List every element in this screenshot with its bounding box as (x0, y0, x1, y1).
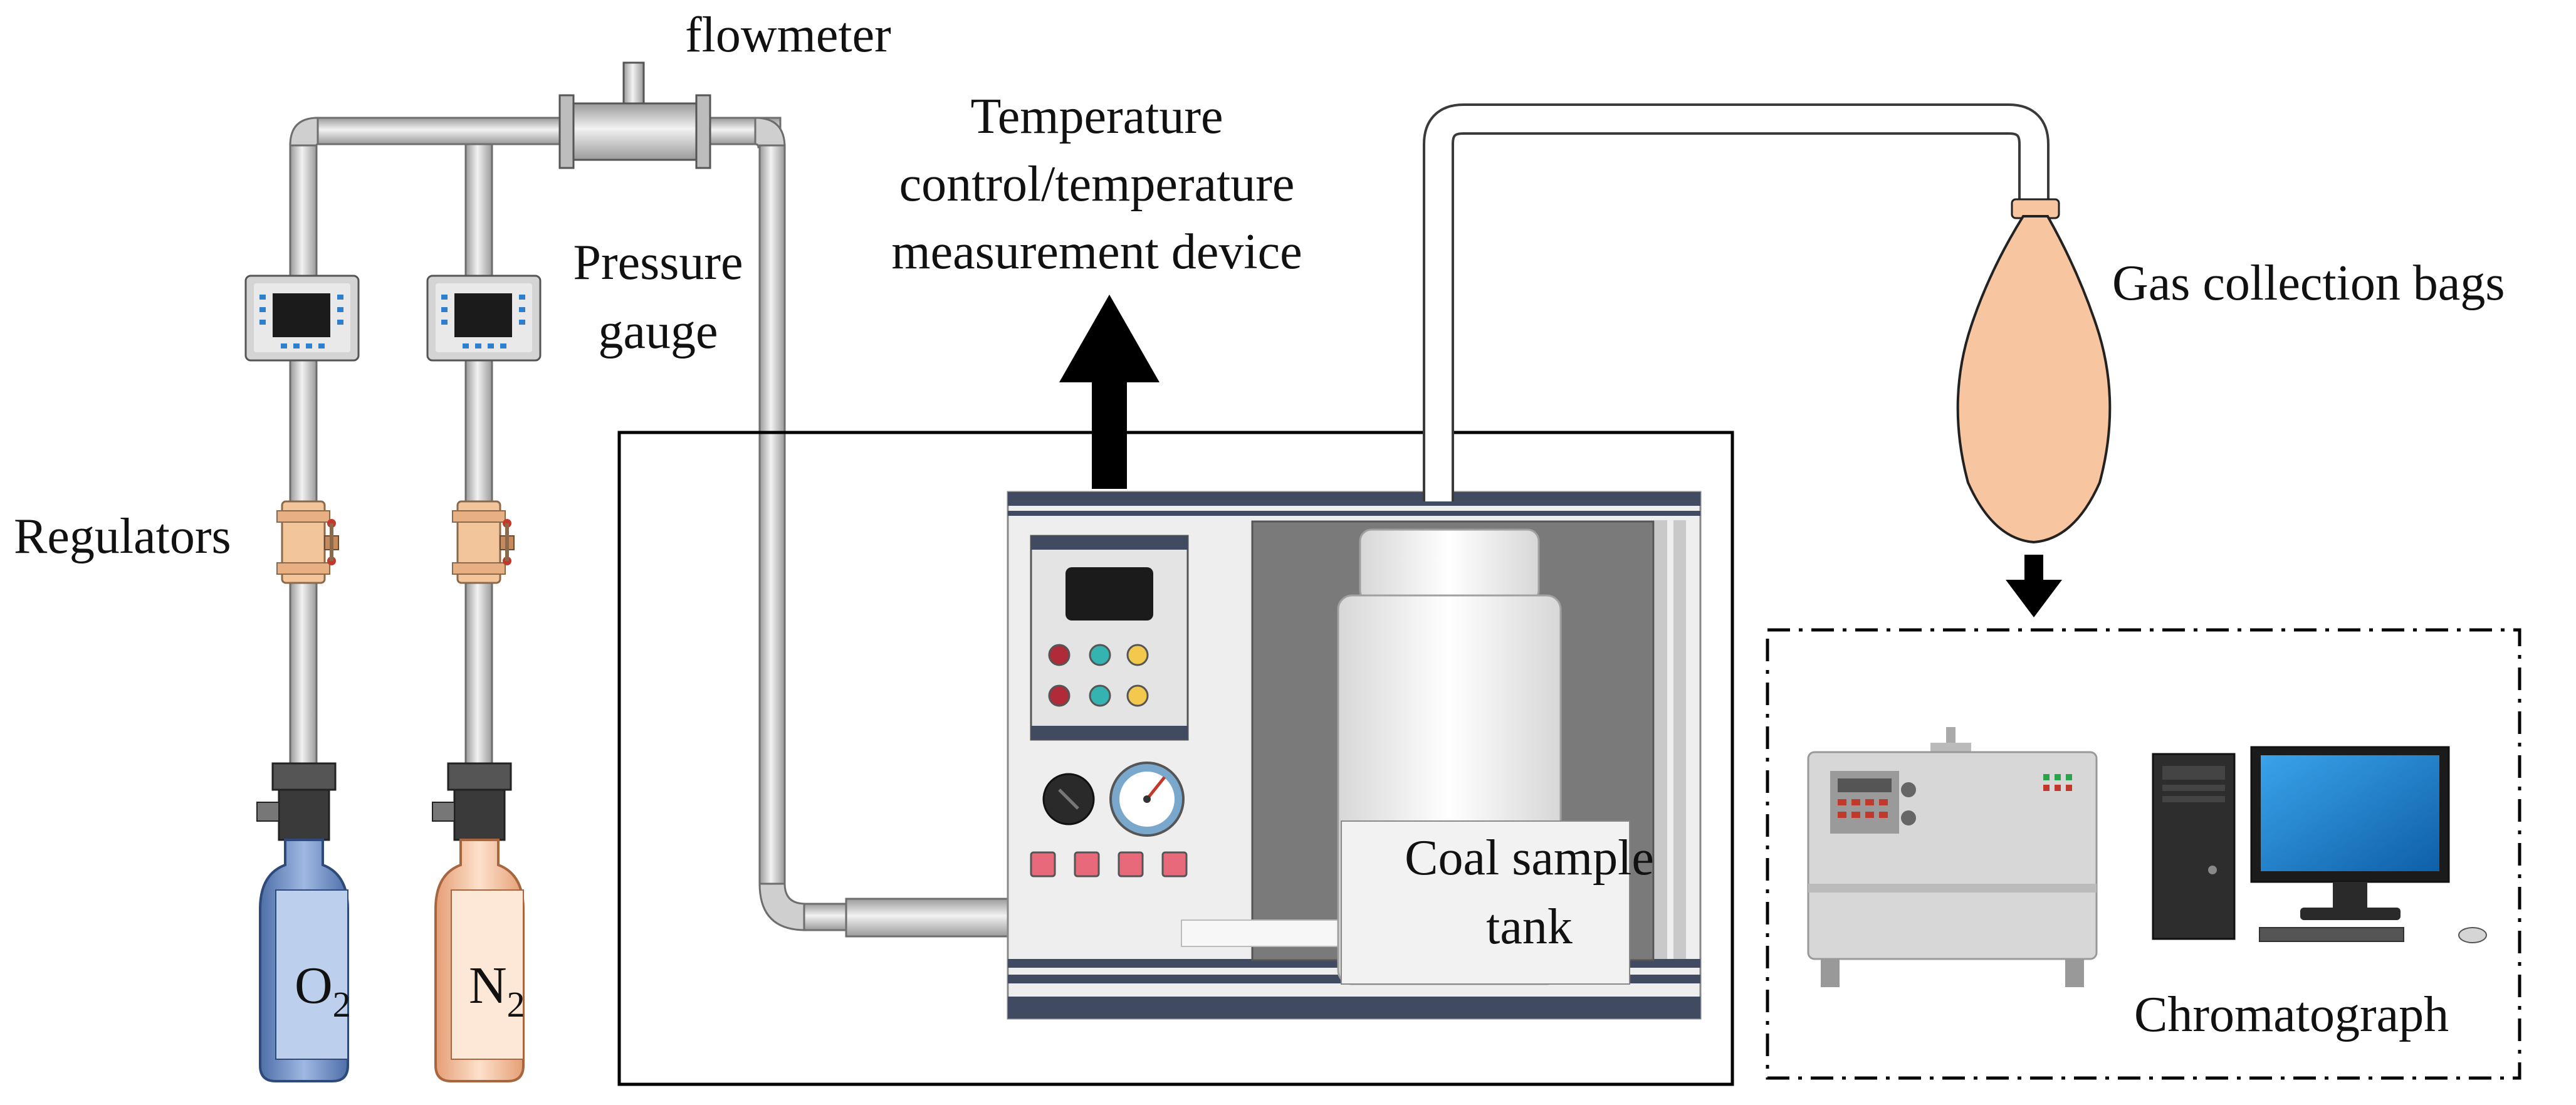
o2-label: O2 (295, 956, 351, 1025)
flowmeter-label: flowmeter (685, 8, 891, 63)
computer (2152, 746, 2487, 943)
chromatograph-group-outline (1766, 628, 2521, 1080)
pressure-gauge-n2 (426, 275, 542, 362)
gas-collection-bag (1956, 198, 2112, 544)
pressure-gauge-label-line2: gauge (598, 304, 718, 359)
coal-sample-tank-label-line2: tank (1486, 899, 1573, 955)
regulators-label: Regulators (14, 509, 231, 564)
oven-enclosure-outline (617, 431, 1734, 1086)
pressure-gauge-o2 (244, 275, 360, 362)
o2-cylinder (256, 762, 349, 1082)
pressure-gauge-label-line1: Pressure (573, 235, 743, 290)
regulator-o2 (276, 500, 339, 584)
temperature-device-label-line3: measurement device (891, 224, 1302, 280)
gas-collection-bags-label: Gas collection bags (2112, 256, 2505, 311)
flowmeter (558, 61, 711, 169)
temperature-device-label-line2: control/temperature (899, 157, 1295, 212)
temperature-device-label-line1: Temperature (970, 89, 1223, 144)
coal-sample-tank-label-line1: Coal sample (1405, 830, 1654, 886)
n2-cylinder (432, 762, 525, 1082)
regulator-n2 (452, 500, 515, 584)
n2-label: N2 (469, 956, 525, 1025)
chromatograph-label: Chromatograph (2134, 987, 2449, 1042)
arrow-to-chromatograph (2006, 555, 2062, 617)
arrow-to-temperature-device (1059, 295, 1160, 489)
chromatograph-instrument (1807, 727, 2098, 987)
coal-sample-tank (1337, 528, 1630, 985)
outlet-pipe (1423, 103, 2050, 501)
